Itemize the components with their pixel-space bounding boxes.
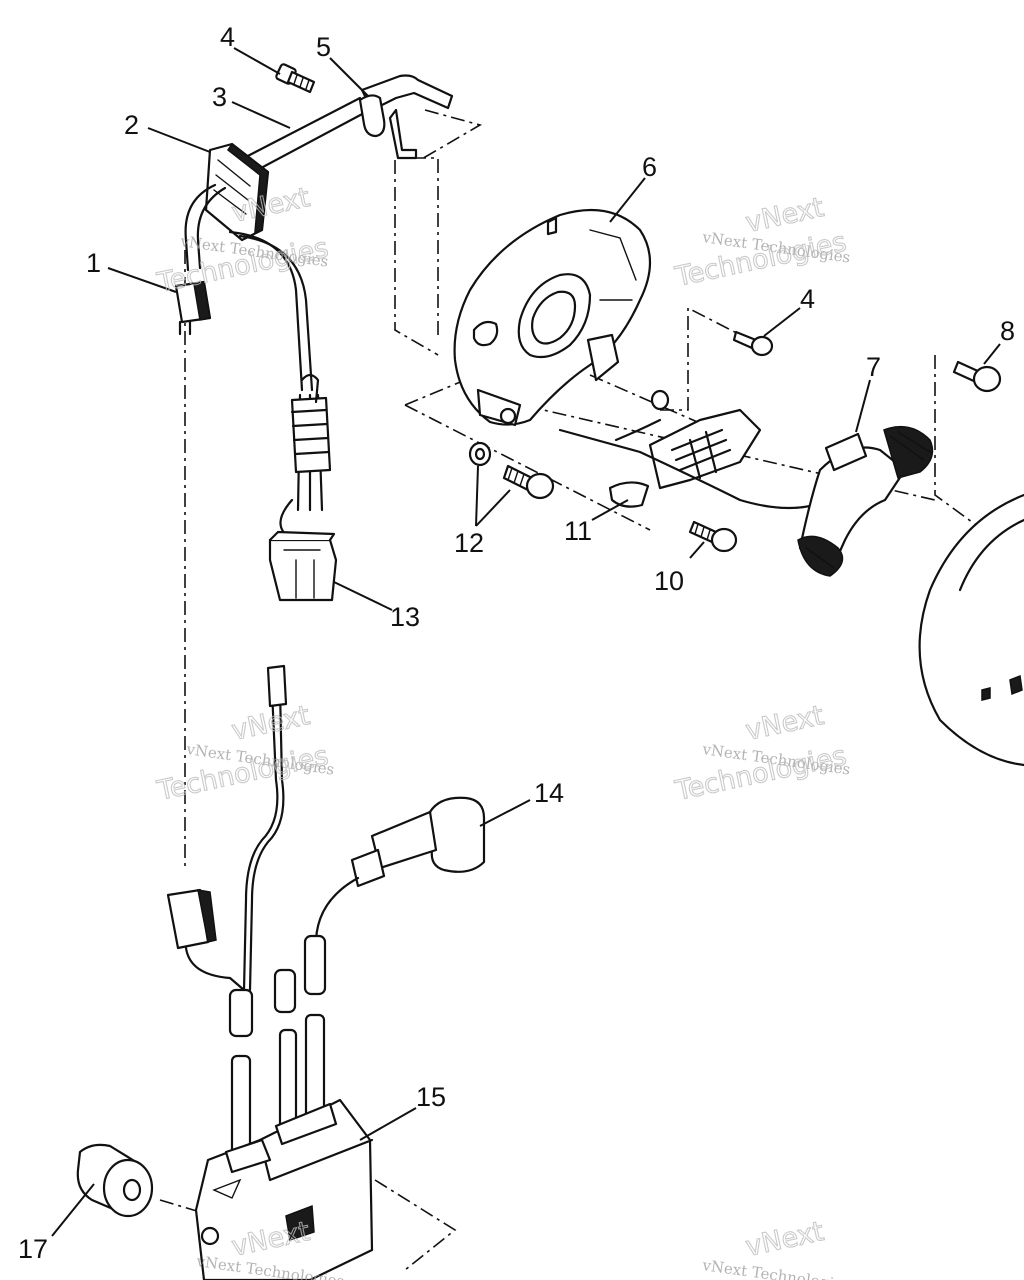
callout-8: 8 — [1000, 316, 1015, 346]
coil-lead-sleeves — [228, 934, 327, 1158]
watermark-top-right: vNext vNext Technologies Technologies — [671, 192, 851, 294]
screw-8 — [952, 360, 1002, 393]
callout-6: 6 — [642, 152, 657, 182]
callout-2: 2 — [124, 110, 139, 140]
callout-13: 13 — [390, 602, 420, 632]
lighting-coil — [558, 408, 812, 510]
watermark-mid-left: vNext vNext Technologies Technologies — [153, 700, 335, 808]
exciter-coil-assembly — [797, 425, 934, 577]
lower-wire-run — [242, 664, 288, 992]
stator-base-plate — [453, 208, 651, 427]
watermark-mid-right: vNext vNext Technologies Technologies — [671, 700, 851, 808]
bullet-connector-lower — [166, 888, 246, 992]
callout-11: 11 — [564, 516, 592, 546]
ignition-coil — [194, 1098, 374, 1280]
voltage-regulator — [204, 142, 270, 242]
bullet-connector-1 — [174, 280, 212, 336]
svg-text:vNext Technologies: vNext Technologies — [700, 1256, 851, 1280]
flywheel — [918, 493, 1024, 767]
washer-12 — [468, 441, 492, 467]
callout-12: 12 — [454, 528, 484, 558]
wiring-conduit-tube — [238, 74, 454, 177]
screw-10 — [688, 520, 738, 553]
svg-text:vNext: vNext — [229, 700, 313, 747]
screw-upper-left — [275, 63, 316, 94]
callout-4-upper: 4 — [220, 22, 235, 52]
leader-lines — [51, 47, 1001, 1237]
callout-10: 10 — [654, 566, 684, 596]
callout-labels: 1 2 3 4 5 6 4 8 7 10 11 12 13 14 15 17 — [18, 22, 1015, 1264]
ferrite-coil — [290, 373, 332, 474]
svg-text:vNext: vNext — [743, 1216, 827, 1263]
callout-17: 17 — [18, 1234, 48, 1264]
rubber-grommet — [76, 1143, 154, 1218]
watermark-bottom-right: vNext vNext Technologies — [700, 1216, 851, 1280]
svg-text:vNext: vNext — [743, 700, 827, 747]
spark-plug-cap — [314, 796, 486, 942]
watermark-top-left: vNext vNext Technologies Technologies — [153, 182, 331, 300]
callout-14: 14 — [534, 778, 564, 808]
callout-5: 5 — [316, 32, 331, 62]
callout-4-right: 4 — [800, 284, 815, 314]
callout-15: 15 — [416, 1082, 446, 1112]
screw-12 — [502, 464, 555, 500]
harness-plug-connector — [268, 530, 338, 602]
washer-small — [650, 389, 670, 411]
callout-7: 7 — [866, 352, 881, 382]
screw-right-4 — [732, 330, 774, 357]
callout-1: 1 — [86, 248, 101, 278]
callout-3: 3 — [212, 82, 227, 112]
